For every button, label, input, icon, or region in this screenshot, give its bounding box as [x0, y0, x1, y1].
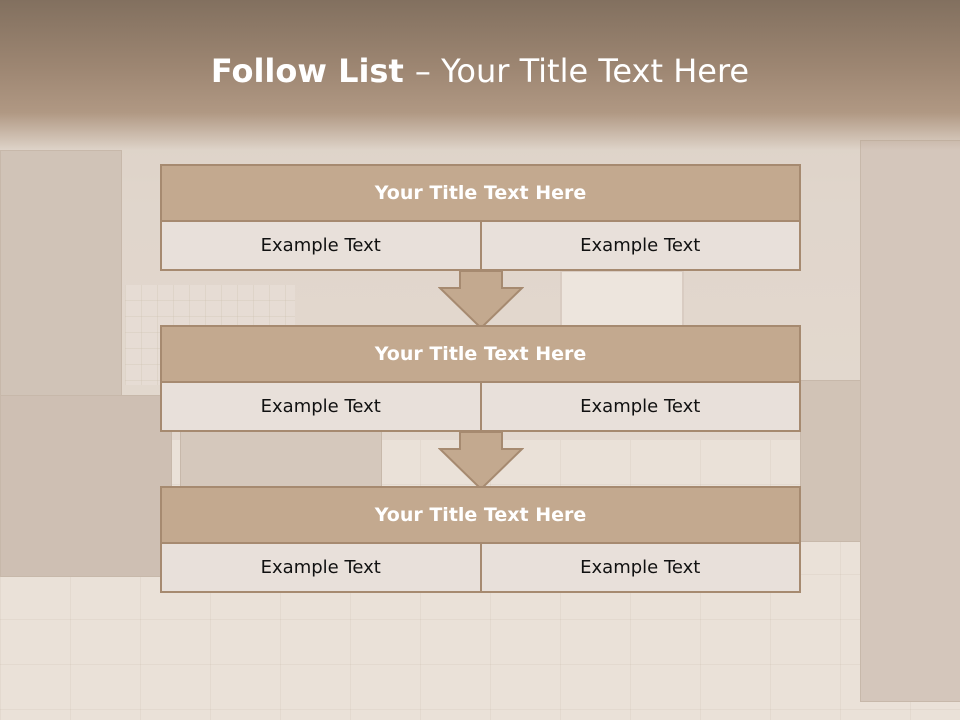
flow-step-title: Your Title Text Here: [160, 486, 801, 544]
flow-step-text-left: Example Text: [260, 235, 381, 256]
down-arrow-icon: [438, 270, 524, 330]
flow-step-1[interactable]: Your Title Text Here Example Text Exampl…: [160, 164, 801, 271]
header-band: Follow List – Your Title Text Here: [0, 0, 960, 150]
flow-step-3[interactable]: Your Title Text Here Example Text Exampl…: [160, 486, 801, 593]
slide-title-rest: – Your Title Text Here: [414, 52, 750, 90]
flow-step-title: Your Title Text Here: [160, 325, 801, 383]
background-cabinet: [180, 420, 382, 492]
flow-step-row: Example Text Example Text: [160, 544, 801, 593]
flow-step-2[interactable]: Your Title Text Here Example Text Exampl…: [160, 325, 801, 432]
down-arrow-icon: [438, 431, 524, 491]
background-cabinet: [0, 150, 122, 402]
flow-step-row: Example Text Example Text: [160, 383, 801, 432]
background-refrigerator: [860, 140, 960, 702]
flow-step-text-right: Example Text: [479, 222, 800, 269]
flow-step-title: Your Title Text Here: [160, 164, 801, 222]
flow-step-text-right: Example Text: [479, 544, 800, 591]
flow-step-row: Example Text Example Text: [160, 222, 801, 271]
flow-step-text-right: Example Text: [479, 383, 800, 430]
flow-step-text-left: Example Text: [260, 557, 381, 578]
background-cabinet: [0, 395, 172, 577]
slide-title-bold: Follow List: [210, 52, 415, 90]
slide-title[interactable]: Follow List – Your Title Text Here: [0, 52, 960, 90]
flow-step-text-left: Example Text: [260, 396, 381, 417]
